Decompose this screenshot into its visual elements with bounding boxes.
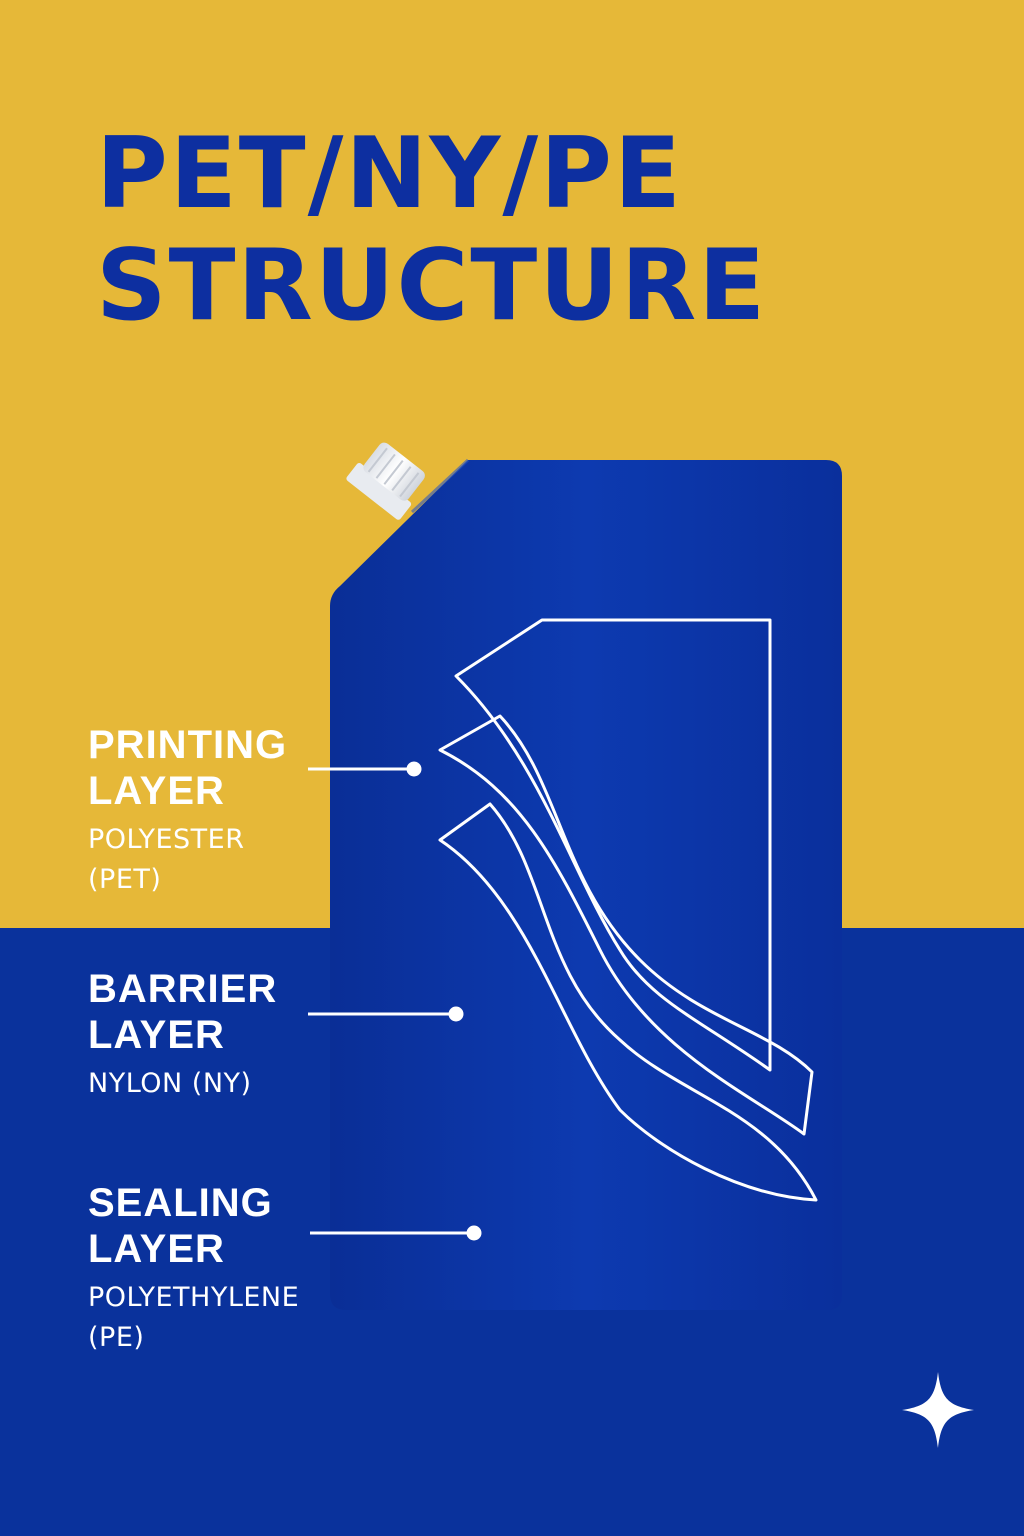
- layer-material-line-2: (PE): [88, 1322, 145, 1353]
- layer-outlines: [438, 618, 818, 1202]
- layer-outline-printing: [454, 618, 772, 1072]
- layer-name-line-1: BARRIER: [88, 967, 278, 1011]
- layer-name-line-1: SEALING: [88, 1181, 273, 1225]
- layer-name: BARRIER LAYER: [88, 966, 277, 1058]
- layer-label-sealing: SEALING LAYER POLYETHYLENE (PE): [88, 1180, 299, 1358]
- layer-label-barrier: BARRIER LAYER NYLON (NY): [88, 966, 277, 1104]
- layer-material-line-2: (PET): [88, 864, 162, 895]
- layer-material: POLYESTER (PET): [88, 820, 287, 900]
- title-line-1: PET/NY/PE: [96, 117, 683, 231]
- leader-dot-printing: [406, 761, 422, 777]
- layer-name: PRINTING LAYER: [88, 722, 287, 814]
- title-line-2: STRUCTURE: [96, 229, 768, 343]
- layer-label-printing: PRINTING LAYER POLYESTER (PET): [88, 722, 287, 900]
- layer-name-line-2: LAYER: [88, 1227, 225, 1271]
- layer-name-line-1: PRINTING: [88, 723, 288, 767]
- layer-name: SEALING LAYER: [88, 1180, 299, 1272]
- layer-name-line-2: LAYER: [88, 769, 225, 813]
- layer-material: NYLON (NY): [88, 1064, 277, 1104]
- spout-cap-icon: [346, 442, 425, 520]
- sparkle-icon: [902, 1372, 974, 1448]
- layer-name-line-2: LAYER: [88, 1013, 225, 1057]
- page-title: PET/NY/PE STRUCTURE: [96, 118, 767, 342]
- layer-outline-sealing: [438, 802, 818, 1202]
- layer-outline-barrier: [438, 714, 814, 1136]
- layer-material-line-1: POLYESTER: [88, 824, 245, 855]
- leader-dot-sealing: [466, 1225, 482, 1241]
- layer-material: POLYETHYLENE (PE): [88, 1278, 299, 1358]
- layer-material-line-1: NYLON (NY): [88, 1068, 252, 1099]
- leader-dot-barrier: [448, 1006, 464, 1022]
- layer-material-line-1: POLYETHYLENE: [88, 1282, 300, 1313]
